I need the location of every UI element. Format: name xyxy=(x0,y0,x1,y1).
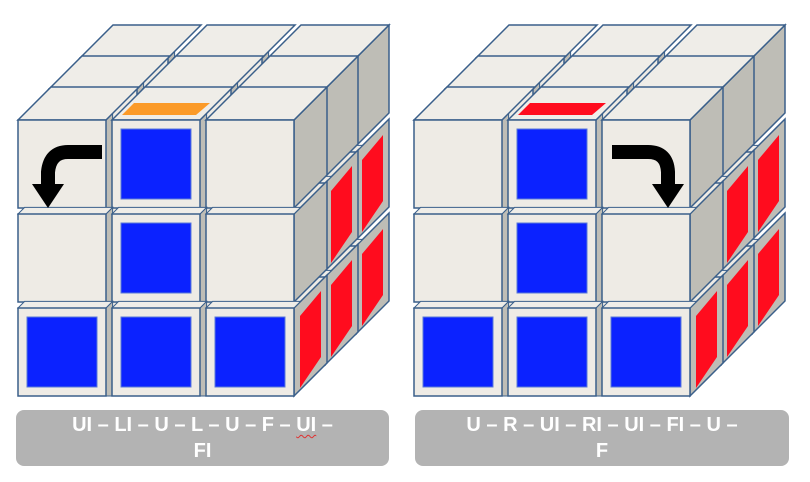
rubiks-cube-right xyxy=(412,23,787,398)
algorithm-line-1: UI – LI – U – L – U – F – UI – xyxy=(72,414,333,436)
red-sticker xyxy=(300,291,321,388)
left-diagram: UI – LI – U – L – U – F – UI – FI xyxy=(16,23,391,466)
red-sticker xyxy=(758,229,779,326)
blue-sticker xyxy=(422,316,494,388)
cubie xyxy=(110,86,235,209)
blue-sticker xyxy=(120,316,192,388)
blue-sticker xyxy=(214,316,286,388)
cubie xyxy=(600,273,724,398)
cubie xyxy=(600,179,724,304)
blue-sticker xyxy=(610,316,682,388)
algorithm-line-2: FI xyxy=(193,440,212,462)
cubie xyxy=(506,300,604,397)
red-sticker xyxy=(727,260,748,357)
curved-arrow-right-down-icon xyxy=(612,145,684,208)
blue-sticker xyxy=(26,316,98,388)
blue-sticker xyxy=(120,222,192,294)
algorithm-line-2: F xyxy=(595,440,609,462)
red-sticker xyxy=(331,260,352,357)
cubie xyxy=(506,86,631,209)
right-diagram: U – R – UI – RI – UI – FI – U – F xyxy=(405,0,810,482)
algorithm-line-1: U – R – UI – RI – UI – FI – U – xyxy=(466,414,738,436)
cubie xyxy=(110,300,208,397)
cubie xyxy=(16,300,114,397)
rubiks-cube-left xyxy=(16,23,391,398)
red-sticker xyxy=(727,166,748,263)
cubie xyxy=(412,86,537,209)
orange-top-sticker xyxy=(122,103,210,115)
algorithm-caption-left: UI – LI – U – L – U – F – UI – FI xyxy=(16,410,389,466)
cubie xyxy=(506,206,604,303)
red-top-sticker xyxy=(518,103,606,115)
cubie xyxy=(204,85,329,210)
red-sticker xyxy=(362,135,383,232)
curved-arrow-left-down-icon xyxy=(32,145,102,208)
cubie xyxy=(204,273,328,398)
red-sticker xyxy=(362,229,383,326)
blue-sticker xyxy=(516,222,588,294)
cubie xyxy=(412,206,510,303)
blue-sticker xyxy=(120,128,192,200)
cubie xyxy=(110,206,208,303)
cubie xyxy=(16,206,114,303)
algorithm-caption-right: U – R – UI – RI – UI – FI – U – F xyxy=(415,410,789,466)
blue-sticker xyxy=(516,316,588,388)
red-sticker xyxy=(696,291,717,388)
cubie xyxy=(412,300,510,397)
red-sticker xyxy=(331,166,352,263)
cubie xyxy=(204,179,328,304)
blue-sticker xyxy=(516,128,588,200)
red-sticker xyxy=(758,135,779,232)
cubie xyxy=(16,86,141,209)
